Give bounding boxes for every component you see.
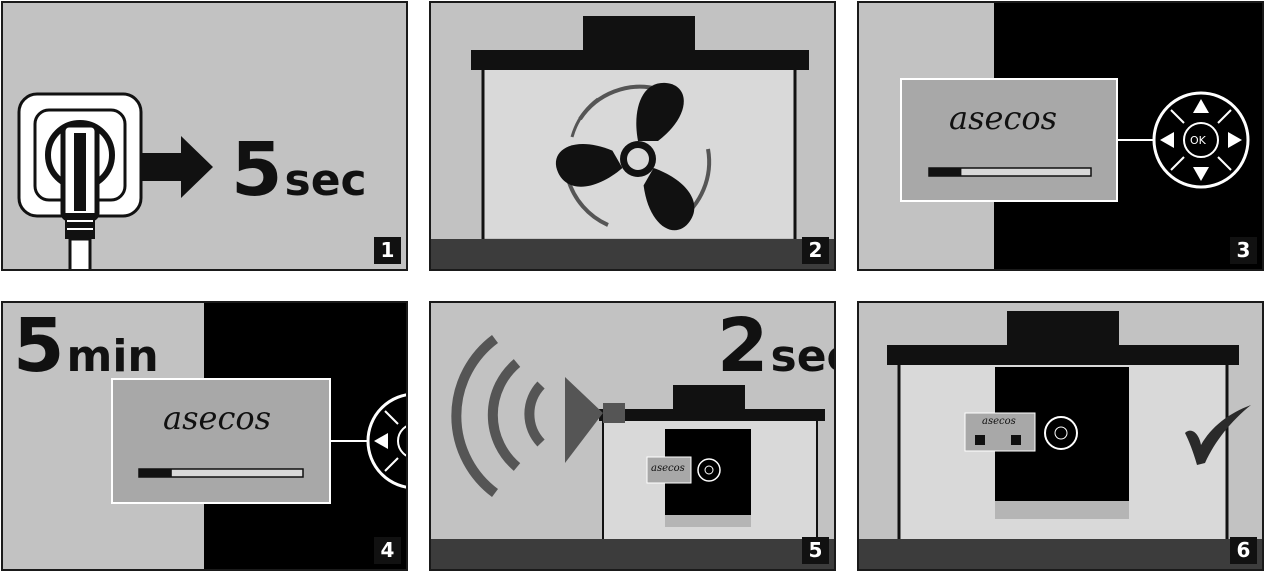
control-panel-illustration — [859, 3, 1262, 269]
step-number-badge: 3 — [1230, 237, 1257, 264]
display-panel — [111, 378, 331, 504]
step-5-panel: asecos 2sec 5 — [429, 301, 836, 571]
speaker-icon — [451, 334, 625, 498]
sound-signal-illustration — [431, 303, 834, 569]
duration-label: 2sec — [717, 303, 834, 389]
navigation-wheel-icon — [366, 393, 406, 489]
small-wheel-icon — [1044, 416, 1078, 450]
arrow-right-icon — [141, 136, 213, 198]
cabinet-fan-illustration — [431, 3, 834, 269]
arrow-right-icon — [1228, 132, 1242, 148]
progress-bar-fill — [139, 469, 172, 477]
cabinet-complete-illustration — [859, 303, 1262, 569]
step-1-panel: 5sec 1 — [1, 1, 408, 271]
progress-bar-fill — [929, 168, 962, 176]
step-number-badge: 5 — [802, 537, 829, 564]
brand-logo-text: asecos — [949, 99, 1058, 137]
step-6-panel: asecos 6 — [857, 301, 1264, 571]
step-2-panel: 2 — [429, 1, 836, 271]
arrow-left-icon — [374, 433, 388, 449]
duration-label: 5sec — [231, 127, 367, 213]
ok-button-label: OK — [1190, 134, 1206, 147]
step-number-badge: 2 — [802, 237, 829, 264]
arrow-up-icon — [1193, 99, 1209, 113]
checkmark-icon — [1185, 405, 1251, 465]
small-wheel-icon — [697, 458, 721, 482]
display-panel — [900, 78, 1118, 202]
step-number-badge: 1 — [374, 237, 401, 264]
arrow-left-icon — [1160, 132, 1174, 148]
control-panel-zoom-illustration — [3, 303, 406, 569]
power-plug-illustration — [17, 92, 213, 269]
brand-logo-text: asecos — [163, 399, 272, 437]
step-3-panel: asecos OK 3 — [857, 1, 1264, 271]
brand-logo-text: asecos — [651, 463, 685, 474]
brand-logo-text: asecos — [982, 416, 1016, 427]
step-number-badge: 6 — [1230, 537, 1257, 564]
navigation-wheel-icon — [1152, 91, 1250, 189]
arrow-down-icon — [1193, 167, 1209, 181]
step-4-panel: asecos 5min 4 — [1, 301, 408, 571]
step-number-badge: 4 — [374, 537, 401, 564]
duration-label: 5min — [13, 303, 159, 389]
fan-icon — [556, 82, 712, 231]
